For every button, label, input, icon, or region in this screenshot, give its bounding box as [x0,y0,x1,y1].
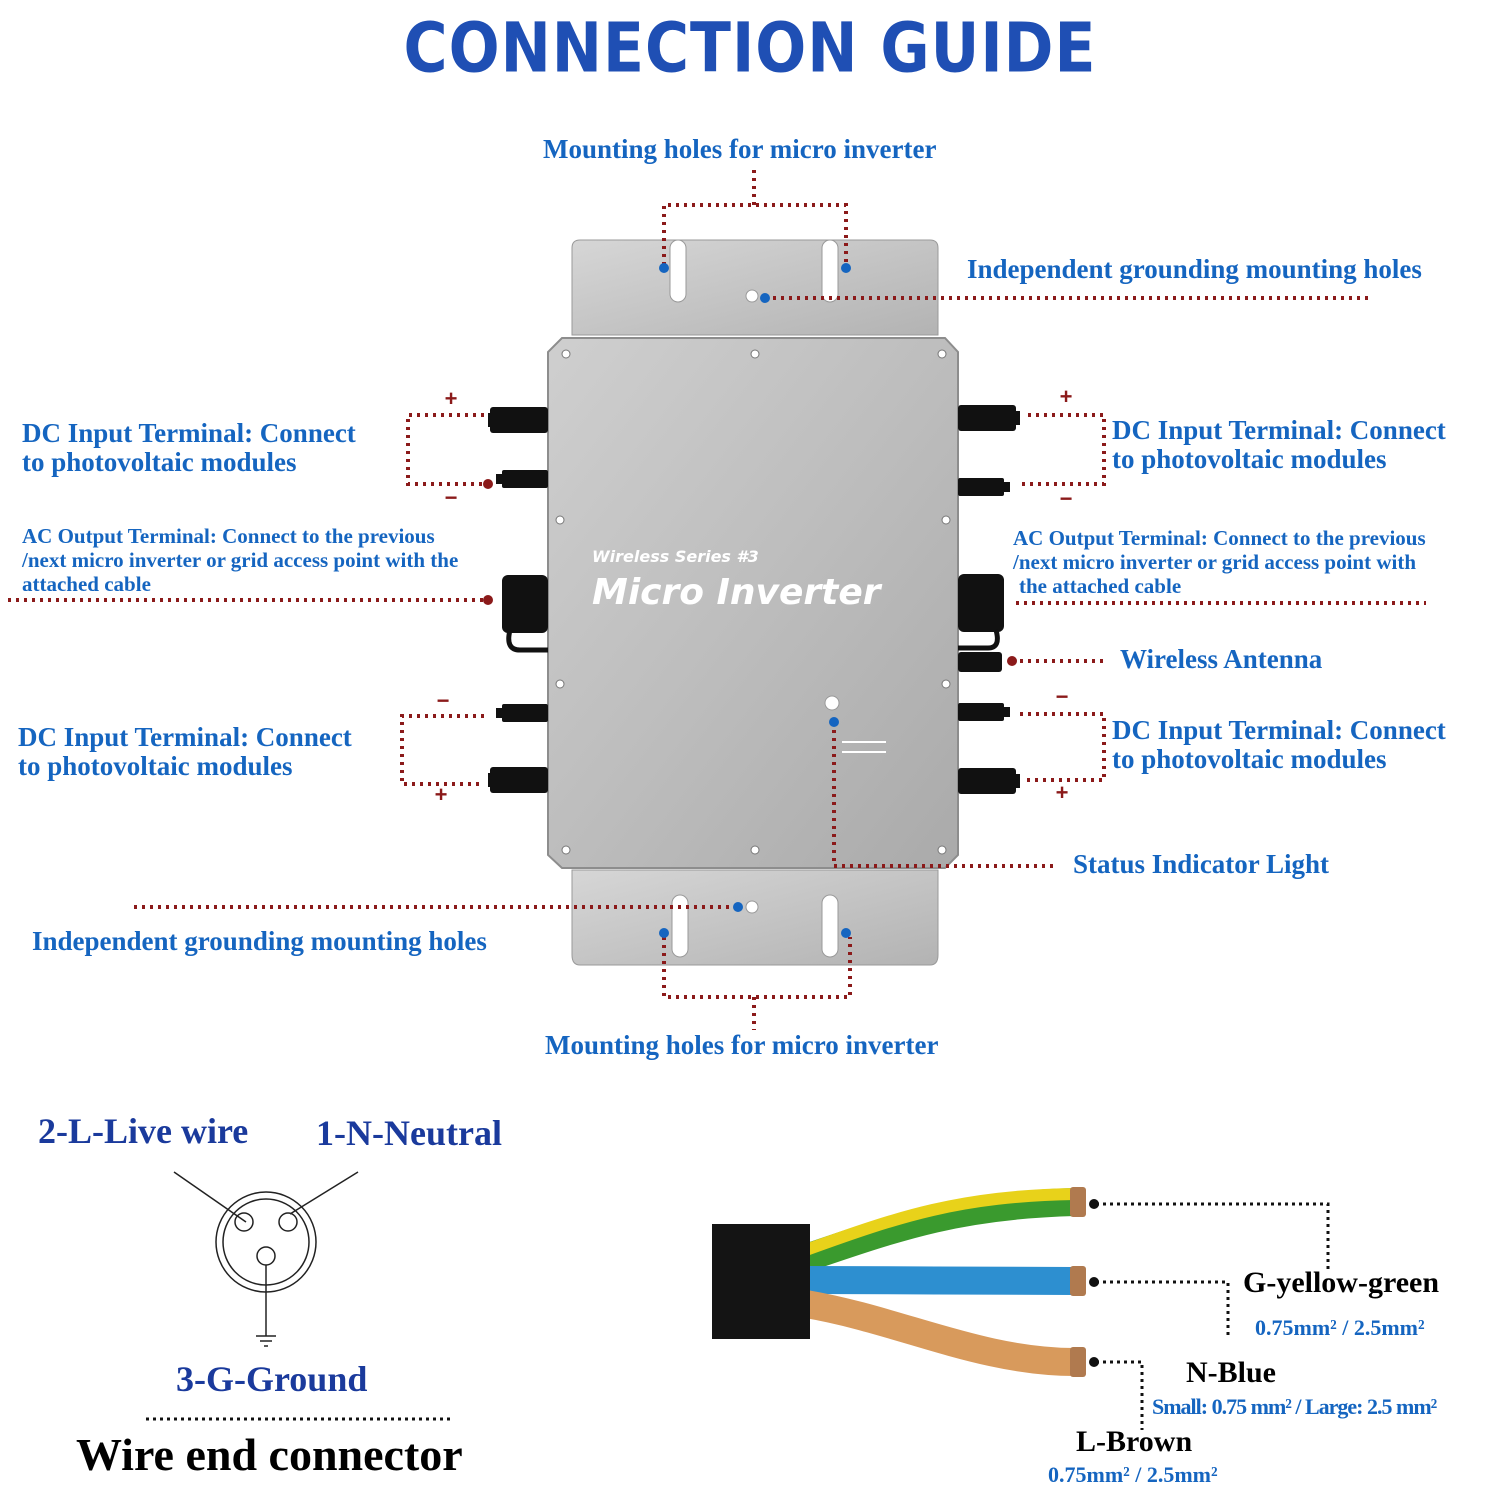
bottom-mounting-plate [571,869,939,966]
label-ground: 3-G-Ground [176,1359,368,1399]
label-antenna: Wireless Antenna [1120,644,1323,674]
label-n-spec: Small: 0.75 mm² / Large: 2.5 mm² [1152,1394,1437,1419]
polarity-minus: − [437,688,450,713]
leader-endpoints [659,263,851,938]
label-n-wire: N-Blue [1186,1356,1276,1389]
wire-tip-blue [1070,1266,1086,1296]
label-status: Status Indicator Light [1073,849,1330,879]
label-mount-bottom: Mounting holes for micro inverter [545,1030,939,1060]
label-ground-bottom: Independent grounding mounting holes [32,926,487,956]
top-mounting-plate [571,239,939,336]
pin-neutral [278,1212,298,1232]
label-l-wire: L-Brown [1076,1425,1193,1458]
ground-hole [745,900,759,914]
label-g-spec: 0.75mm² / 2.5mm² [1255,1315,1425,1340]
leader-lines [8,170,1426,1030]
label-dc-tr-1: DC Input Terminal: Connect [1112,415,1446,445]
pin-live [234,1212,254,1232]
dc-connector-right-top [958,405,1020,496]
wire-tip-brown [1070,1347,1086,1377]
label-ac-l-3: attached cable [22,572,151,596]
polarity-minus: − [445,485,458,510]
label-ac-r-1: AC Output Terminal: Connect to the previ… [1013,526,1426,550]
dc-connector-left-bottom [488,704,548,793]
mounting-slot-right [821,894,839,958]
mounting-slot-left [671,894,689,958]
polarity-plus: + [445,386,458,411]
mounting-slot-left [669,239,687,303]
label-dc-br-2: to photovoltaic modules [1112,744,1387,774]
polarity-plus: + [435,782,448,807]
label-dc-tl-2: to photovoltaic modules [22,447,297,477]
label-l-spec: 0.75mm² / 2.5mm² [1048,1462,1218,1487]
page-title: CONNECTION GUIDE [403,8,1097,89]
wire-end-connector-drawing [173,1171,359,1347]
label-mount-top: Mounting holes for micro inverter [543,134,937,164]
leader-endpoints-dark [483,479,1017,666]
mounting-slot-right [821,239,839,303]
wire-leaders [1096,1202,1330,1430]
label-dc-br-1: DC Input Terminal: Connect [1112,715,1446,745]
cable-jacket [712,1224,810,1339]
label-ground-top: Independent grounding mounting holes [967,254,1422,284]
label-live-wire: 2-L-Live wire [38,1111,249,1151]
label-ac-l-2: /next micro inverter or grid access poin… [22,548,459,572]
polarity-plus: + [1056,780,1069,805]
wireless-antenna [958,652,1002,672]
dc-connector-right-bottom [958,703,1020,794]
label-ac-r-2: /next micro inverter or grid access poin… [1013,550,1417,574]
status-led [824,695,840,711]
dc-connector-left-top [488,407,548,488]
label-dc-tl-1: DC Input Terminal: Connect [22,418,356,448]
label-dc-bl-1: DC Input Terminal: Connect [18,722,352,752]
device-name: Micro Inverter [592,572,883,613]
ac-cable [712,1187,1086,1377]
ground-hole [745,289,759,303]
inverter-body [547,337,959,869]
label-dc-tr-2: to photovoltaic modules [1112,444,1387,474]
ac-connector-left [502,575,548,653]
label-ac-r-3: the attached cable [1019,574,1182,598]
label-dc-bl-2: to photovoltaic modules [18,751,293,781]
connector-title: Wire end connector [76,1429,463,1480]
ac-connector-right [958,574,1004,651]
pin-ground [256,1246,276,1266]
label-neutral: 1-N-Neutral [316,1113,502,1153]
label-ac-l-1: AC Output Terminal: Connect to the previ… [22,524,435,548]
polarity-plus: + [1060,384,1073,409]
wire-tip-green [1070,1187,1086,1217]
device-series: Wireless Series #3 [592,547,759,566]
polarity-minus: − [1060,486,1073,511]
label-g-wire: G-yellow-green [1243,1266,1440,1299]
polarity-minus: − [1056,684,1069,709]
